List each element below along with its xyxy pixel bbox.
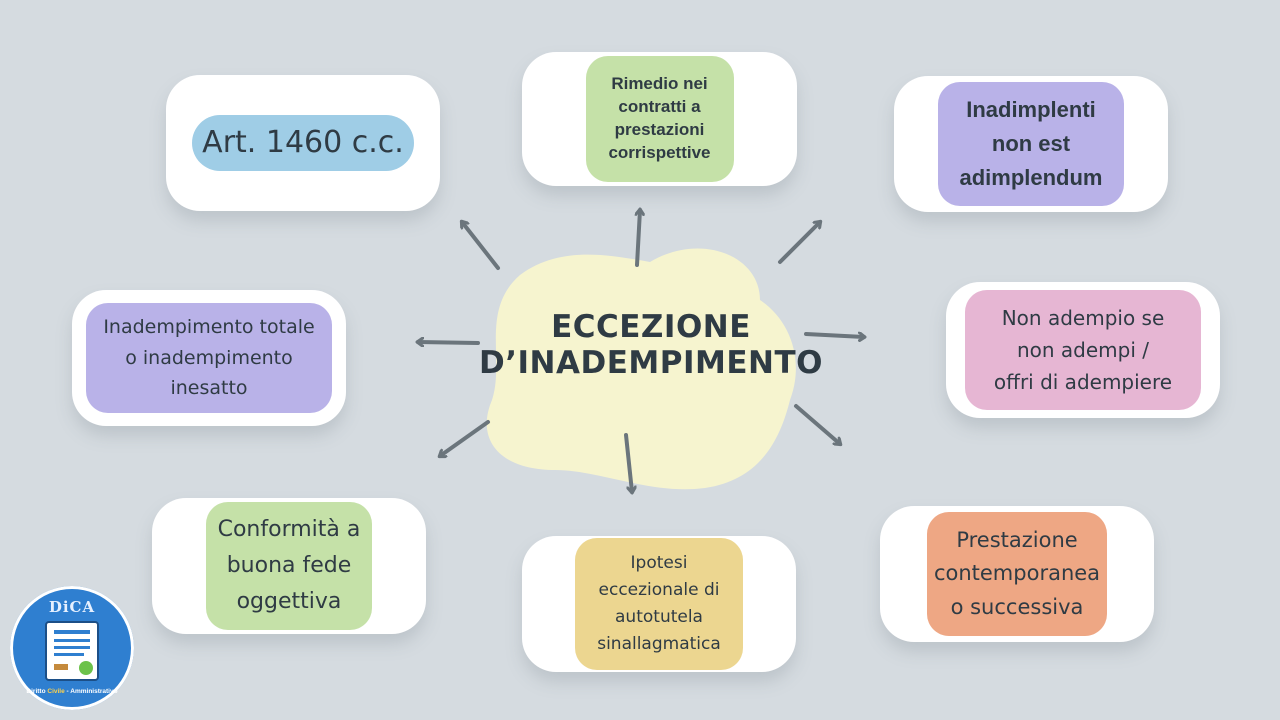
dica-logo-caption-accent: Civile <box>47 688 65 695</box>
central-concept-line-2: D’INADEMPIMENTO <box>479 344 823 381</box>
node-rimedio-line: prestazioni <box>614 120 705 139</box>
dica-logo-caption-part: - Amministrativo <box>64 688 118 695</box>
node-rimedio-line: corrispettive <box>608 142 711 162</box>
node-rimedio-line: contratti a <box>618 97 701 117</box>
node-inadempimento-line: Inadempimento totale <box>103 316 315 339</box>
node-inadempimento-line: inesatto <box>170 377 248 400</box>
node-inadimplenti-line: non est <box>991 130 1071 156</box>
dica-logo-title: DiCA <box>48 598 96 616</box>
central-concept-line-1: ECCEZIONE <box>551 309 751 345</box>
arrow-to-conformita <box>440 420 490 456</box>
node-card-inadimplenti: Inadimplenti non est adimplendum <box>894 76 1168 212</box>
node-conformita-line: Conformità a <box>217 516 361 542</box>
node-conformita-line: oggettiva <box>236 589 342 615</box>
node-inadimplenti-line: adimplendum <box>959 165 1103 191</box>
arrow-to-art <box>462 222 500 270</box>
arrow-to-inadimplenti <box>778 222 820 264</box>
node-card-inadempimento: Inadempimento totale o inadempimento ine… <box>72 290 346 426</box>
dica-logo-caption-part: Diritto <box>26 688 46 695</box>
node-card-art: Art. 1460 c.c. <box>166 75 440 211</box>
node-inadempimento-label: Inadempimento totale o inadempimento ine… <box>86 303 332 413</box>
node-non-adempio-label: Non adempio se non adempi / offri di ade… <box>965 290 1201 410</box>
central-concept: ECCEZIONE D’INADEMPIMENTO <box>476 309 826 381</box>
node-rimedio-label: Rimedio nei contratti a prestazioni corr… <box>585 56 734 182</box>
arrow-to-ipotesi <box>624 433 632 492</box>
node-inadimplenti-line: Inadimplenti <box>966 96 1096 122</box>
node-inadimplenti-label: Inadimplenti non est adimplendum <box>938 82 1124 206</box>
node-prestazione-line: o successiva <box>950 594 1084 619</box>
node-conformita-line: buona fede <box>226 552 352 578</box>
node-ipotesi-line: autotutela <box>615 607 703 627</box>
node-inadempimento-line: o inadempimento <box>125 346 293 369</box>
arrow-to-rimedio <box>637 210 640 267</box>
node-non-adempio-line: offri di adempiere <box>993 370 1173 394</box>
node-rimedio-line: Rimedio nei <box>611 74 708 94</box>
arrow-to-non-adempio <box>804 334 864 337</box>
node-card-rimedio: Rimedio nei contratti a prestazioni corr… <box>522 52 797 186</box>
arrow-to-inadempimento <box>418 342 480 343</box>
node-prestazione-line: contemporanea <box>933 561 1101 586</box>
node-non-adempio-line: non adempi / <box>1016 338 1150 362</box>
node-ipotesi-line: eccezionale di <box>598 579 720 600</box>
node-ipotesi-label: Ipotesi eccezionale di autotutela sinall… <box>575 538 743 670</box>
node-card-prestazione: Prestazione contemporanea o successiva <box>880 506 1154 642</box>
node-card-non-adempio: Non adempio se non adempi / offri di ade… <box>946 282 1220 418</box>
node-prestazione-line: Prestazione <box>956 527 1078 552</box>
arrow-to-prestazione <box>794 404 840 444</box>
center-blob <box>486 248 796 490</box>
node-ipotesi-line: sinallagmatica <box>597 634 721 655</box>
node-conformita-label: Conformità a buona fede oggettiva <box>206 502 372 630</box>
node-card-ipotesi: Ipotesi eccezionale di autotutela sinall… <box>522 536 796 672</box>
node-non-adempio-line: Non adempio se <box>1001 306 1165 330</box>
node-card-conformita: Conformità a buona fede oggettiva <box>152 498 426 634</box>
node-ipotesi-line: Ipotesi <box>630 552 688 573</box>
dica-logo-caption: Diritto Civile - Amministrativo <box>22 688 122 695</box>
node-prestazione-label: Prestazione contemporanea o successiva <box>927 512 1107 636</box>
node-art-text: Art. 1460 c.c. <box>202 124 404 160</box>
node-art-label: Art. 1460 c.c. <box>192 115 414 171</box>
